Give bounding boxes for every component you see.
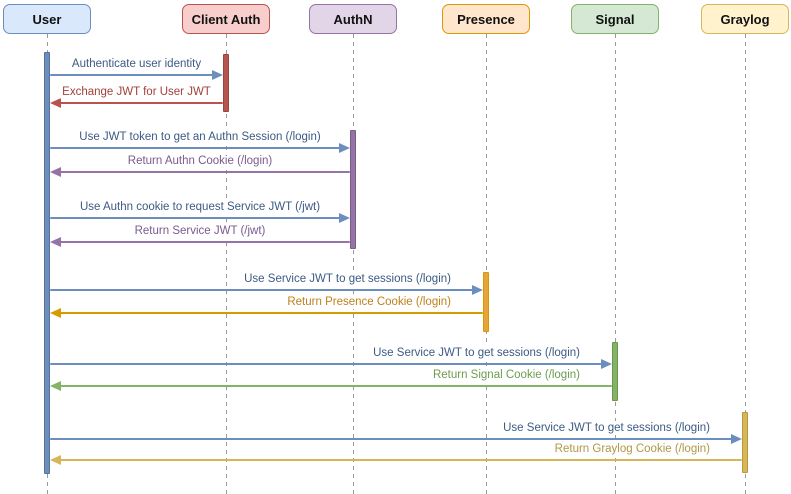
- arrow-head-icon: [50, 307, 61, 318]
- actor-graylog: Graylog: [701, 4, 789, 34]
- actor-label-graylog: Graylog: [720, 11, 770, 27]
- message-label: Exchange JWT for User JWT: [60, 84, 213, 99]
- message-line: [59, 384, 612, 388]
- message-label: Use Service JWT to get sessions (/login): [371, 345, 582, 360]
- actor-label-client-auth: Client Auth: [191, 11, 261, 27]
- activation-user: [44, 52, 50, 474]
- lifeline-client-auth: [225, 34, 227, 494]
- activation-presence: [483, 272, 489, 332]
- message-line: [50, 73, 214, 77]
- arrow-head-icon: [50, 166, 61, 177]
- message-line: [59, 170, 350, 174]
- message-line: [50, 216, 341, 220]
- actor-user: User: [3, 4, 91, 34]
- lifeline-presence: [485, 34, 487, 494]
- message-line: [50, 437, 733, 441]
- lifeline-graylog: [744, 34, 746, 494]
- lifeline-authn: [352, 34, 354, 494]
- message-label: Return Presence Cookie (/login): [285, 294, 453, 309]
- activation-graylog: [742, 412, 748, 473]
- message-line: [50, 288, 474, 292]
- lifeline-signal: [614, 34, 616, 494]
- arrow-head-icon: [50, 380, 61, 391]
- arrow-head-icon: [339, 212, 350, 223]
- actor-signal: Signal: [571, 4, 659, 34]
- arrow-head-icon: [212, 69, 223, 80]
- actor-label-signal: Signal: [595, 11, 635, 27]
- message-label: Use Authn cookie to request Service JWT …: [77, 199, 323, 214]
- arrow-head-icon: [50, 454, 61, 465]
- actor-label-authn: AuthN: [333, 11, 373, 27]
- activation-signal: [612, 342, 618, 401]
- message-line: [59, 240, 350, 244]
- activation-client-auth: [223, 54, 229, 112]
- message-line: [59, 101, 223, 105]
- message-label: Use Service JWT to get sessions (/login): [501, 420, 712, 435]
- actor-authn: AuthN: [309, 4, 397, 34]
- actor-presence: Presence: [442, 4, 530, 34]
- arrow-head-icon: [50, 236, 61, 247]
- message-label: Use JWT token to get an Authn Session (/…: [77, 129, 323, 144]
- message-line: [50, 146, 341, 150]
- message-line: [50, 362, 603, 366]
- message-line: [59, 311, 483, 315]
- message-label: Return Service JWT (/jwt): [132, 223, 268, 238]
- arrow-head-icon: [50, 97, 61, 108]
- activation-authn: [350, 130, 356, 249]
- arrow-head-icon: [472, 284, 483, 295]
- message-label: Return Graylog Cookie (/login): [552, 441, 712, 456]
- actor-label-user: User: [32, 11, 62, 27]
- arrow-head-icon: [731, 433, 742, 444]
- arrow-head-icon: [601, 358, 612, 369]
- message-label: Return Signal Cookie (/login): [430, 367, 582, 382]
- message-label: Return Authn Cookie (/login): [125, 153, 275, 168]
- actor-label-presence: Presence: [457, 11, 515, 27]
- message-label: Authenticate user identity: [69, 56, 204, 71]
- message-line: [59, 458, 742, 462]
- message-label: Use Service JWT to get sessions (/login): [242, 271, 453, 286]
- actor-client-auth: Client Auth: [182, 4, 270, 34]
- arrow-head-icon: [339, 142, 350, 153]
